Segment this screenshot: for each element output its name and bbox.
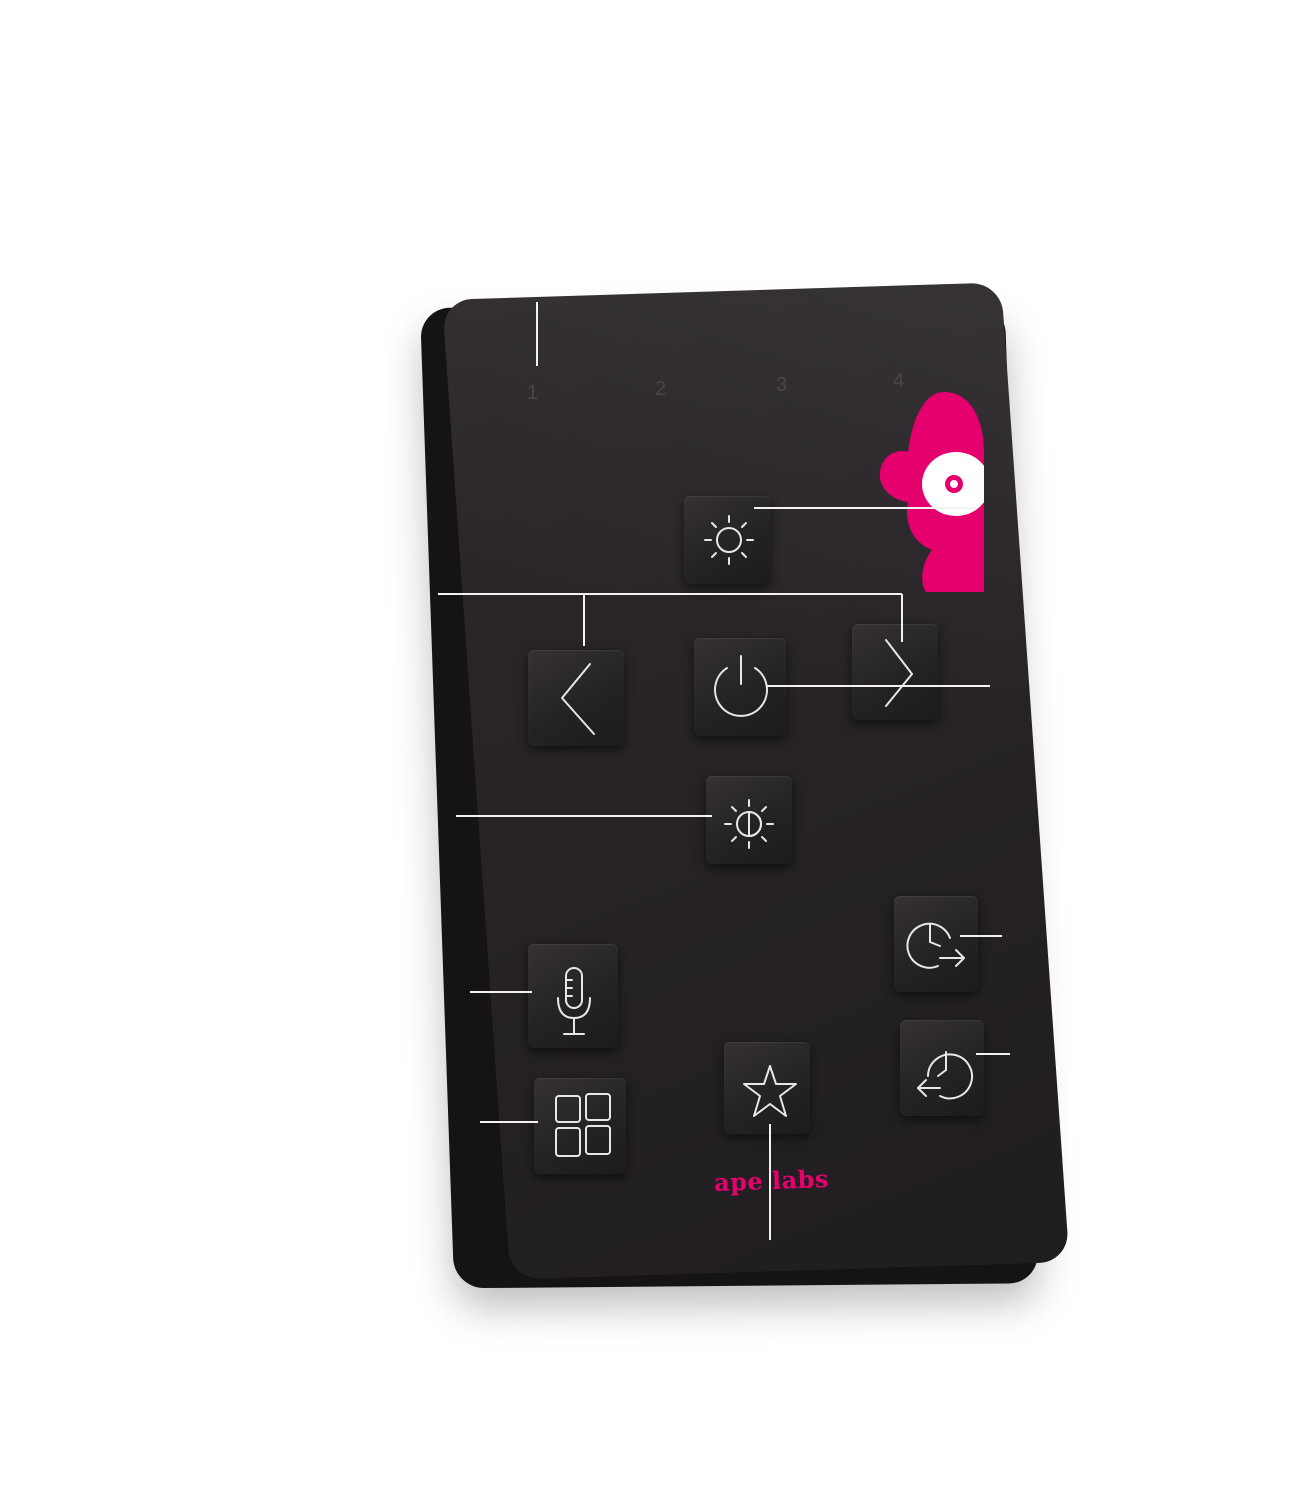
- clock-forward-button[interactable]: [894, 896, 978, 992]
- chevron-left-icon: [561, 663, 595, 735]
- clock-back-icon: [917, 1051, 973, 1100]
- grid-icon: [555, 1093, 611, 1157]
- previous-button[interactable]: [528, 650, 624, 746]
- clock-forward-icon: [906, 922, 965, 969]
- star-icon: [743, 1065, 797, 1117]
- favorite-button[interactable]: [724, 1042, 810, 1134]
- channel-label-1: 1: [527, 382, 539, 404]
- clock-back-button[interactable]: [900, 1020, 984, 1116]
- chevron-right-icon: [885, 639, 913, 707]
- microphone-button[interactable]: [528, 944, 618, 1048]
- sun-icon: [704, 515, 754, 565]
- power-button[interactable]: [694, 638, 786, 736]
- channel-label-3: 3: [776, 374, 788, 396]
- monkey-mascot-logo: [879, 392, 984, 592]
- half-sun-icon: [724, 799, 774, 849]
- microphone-icon: [557, 967, 591, 1035]
- brightness-button[interactable]: [684, 496, 770, 584]
- next-button[interactable]: [852, 624, 938, 720]
- contrast-button[interactable]: [706, 776, 792, 864]
- power-icon: [714, 655, 768, 717]
- grid-button[interactable]: [534, 1078, 626, 1174]
- channel-label-4: 4: [893, 370, 905, 392]
- channel-label-2: 2: [655, 378, 667, 400]
- brand-logo-text: ape labs: [713, 1164, 830, 1197]
